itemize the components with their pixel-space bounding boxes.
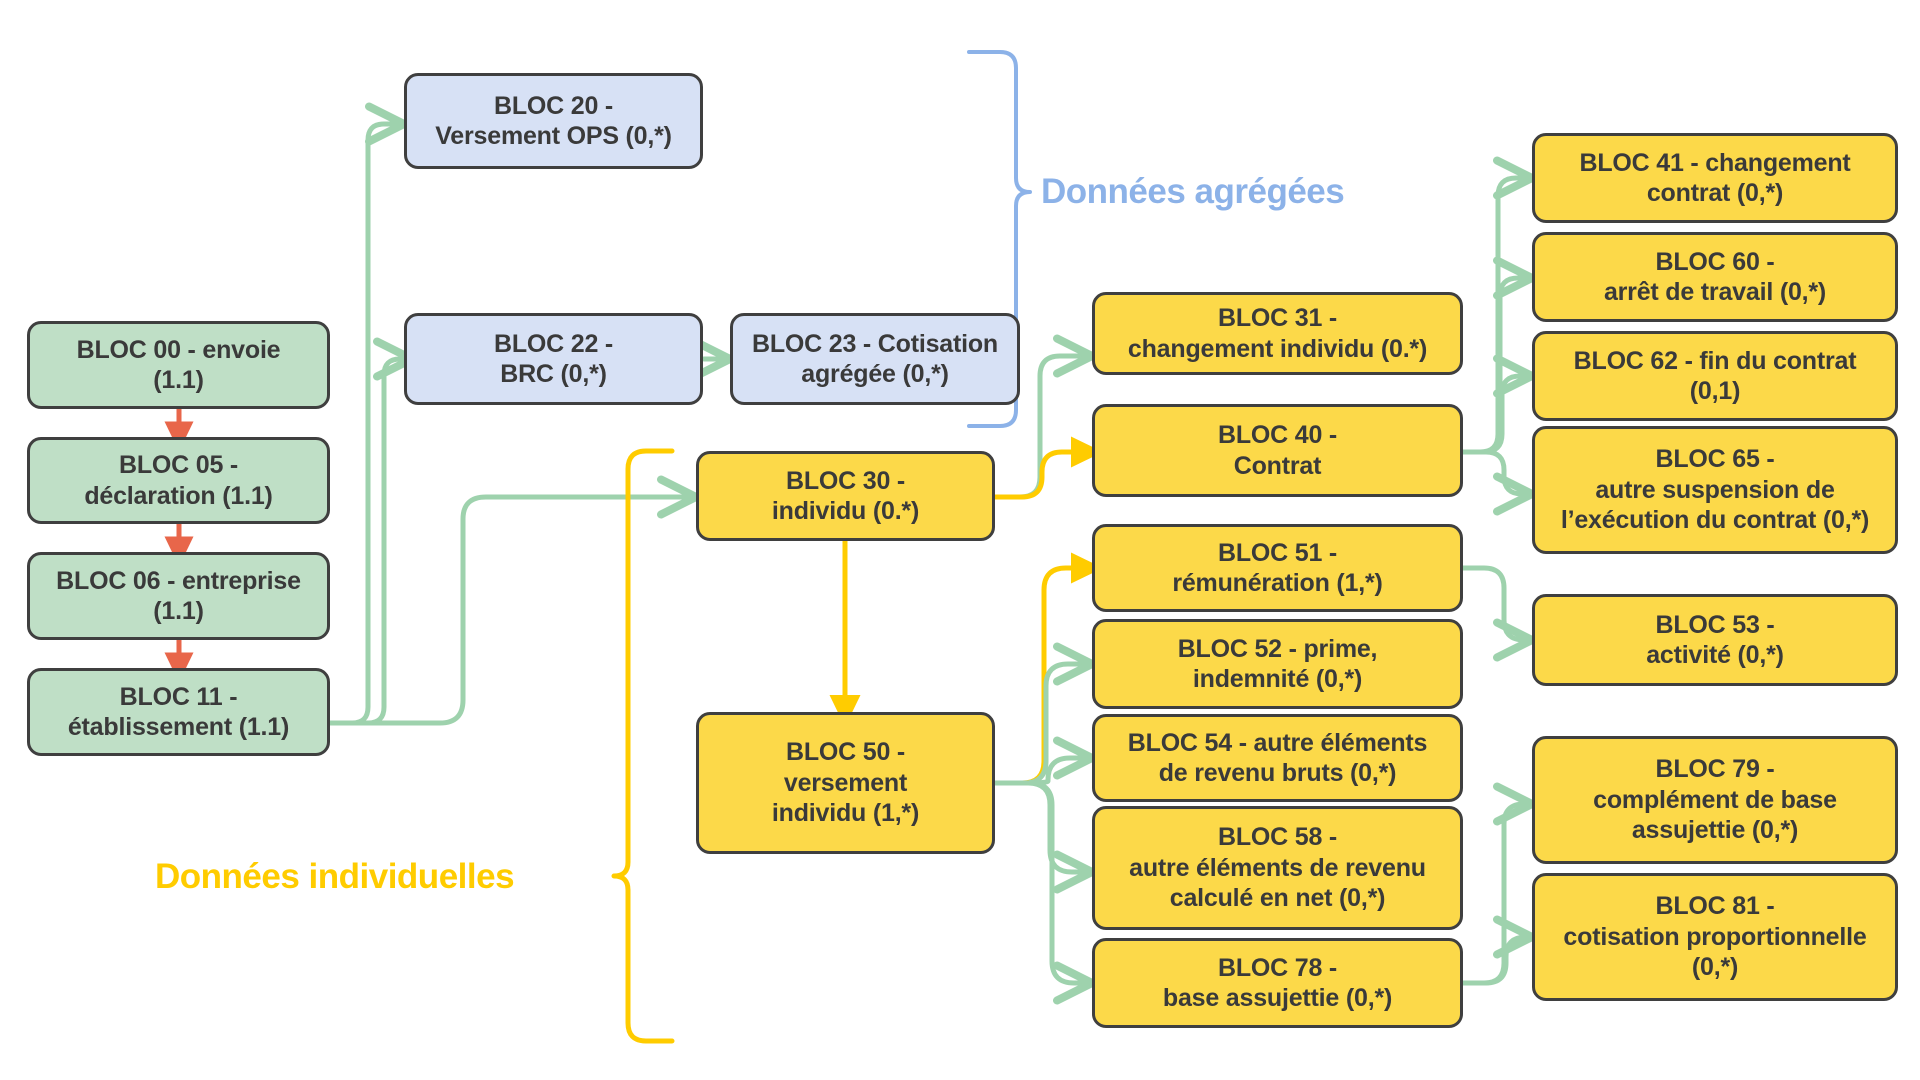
edge-bloc40-bloc62 xyxy=(1460,354,1537,455)
node-bloc11[interactable]: BLOC 11 - établissement (1.1) xyxy=(27,668,330,756)
node-bloc65[interactable]: BLOC 65 - autre suspension de l’exécutio… xyxy=(1532,426,1898,554)
edge-bloc11-bloc22 xyxy=(328,337,417,726)
edge-bloc11-bloc20 xyxy=(328,102,409,726)
node-bloc50[interactable]: BLOC 50 - versement individu (1,*) xyxy=(696,712,995,854)
node-bloc58[interactable]: BLOC 58 - autre éléments de revenu calcu… xyxy=(1092,806,1463,930)
edge-bloc50-bloc51 xyxy=(992,552,1103,786)
edge-bloc50-bloc78 xyxy=(992,780,1097,1005)
node-bloc40-label: BLOC 40 - Contrat xyxy=(1217,421,1338,480)
node-bloc51[interactable]: BLOC 51 - rémunération (1,*) xyxy=(1092,524,1463,612)
node-bloc52-label: BLOC 52 - prime, indemnité (0,*) xyxy=(1177,634,1378,694)
node-bloc06-label: BLOC 06 - entreprise (1.1) xyxy=(56,566,301,626)
node-bloc30-label: BLOC 30 - individu (0.*) xyxy=(771,466,920,526)
group-label-individual-text: Données individuelles xyxy=(155,857,515,896)
edge-bloc78-bloc81 xyxy=(1460,915,1537,986)
edge-bloc78-bloc79 xyxy=(1460,782,1537,986)
node-bloc40[interactable]: BLOC 40 - Contrat xyxy=(1092,404,1463,497)
edge-bloc30-bloc40 xyxy=(992,436,1103,500)
edge-bloc40-bloc41 xyxy=(1460,156,1537,455)
node-bloc51-label: BLOC 51 - rémunération (1,*) xyxy=(1172,538,1383,598)
node-bloc78-label: BLOC 78 - base assujettie (0,*) xyxy=(1162,953,1393,1013)
edge-bloc11-bloc30 xyxy=(328,475,701,726)
node-bloc81[interactable]: BLOC 81 - cotisation proportionnelle (0,… xyxy=(1532,873,1898,1001)
edge-bloc50-bloc58 xyxy=(992,780,1097,894)
node-bloc23[interactable]: BLOC 23 - Cotisation agrégée (0,*) xyxy=(730,313,1020,405)
node-bloc23-label: BLOC 23 - Cotisation agrégée (0,*) xyxy=(751,329,998,389)
node-bloc20[interactable]: BLOC 20 - Versement OPS (0,*) xyxy=(404,73,703,169)
node-bloc62[interactable]: BLOC 62 - fin du contrat (0,1) xyxy=(1532,331,1898,421)
node-bloc52[interactable]: BLOC 52 - prime, indemnité (0,*) xyxy=(1092,619,1463,709)
node-bloc20-label: BLOC 20 - Versement OPS (0,*) xyxy=(435,91,672,151)
node-bloc41[interactable]: BLOC 41 - changement contrat (0,*) xyxy=(1532,133,1898,223)
node-bloc31[interactable]: BLOC 31 - changement individu (0.*) xyxy=(1092,292,1463,375)
group-label-individual: Données individuelles xyxy=(155,857,515,897)
node-bloc79-label: BLOC 79 - complément de base assujettie … xyxy=(1593,755,1837,845)
node-bloc53[interactable]: BLOC 53 - activité (0,*) xyxy=(1532,594,1898,686)
node-bloc00-label: BLOC 00 - envoie (1.1) xyxy=(76,335,281,395)
node-bloc53-label: BLOC 53 - activité (0,*) xyxy=(1646,610,1784,670)
edge-bloc50-bloc54 xyxy=(992,736,1097,786)
node-bloc11-label: BLOC 11 - établissement (1.1) xyxy=(67,682,290,742)
node-bloc60-label: BLOC 60 - arrêt de travail (0,*) xyxy=(1603,247,1827,307)
group-label-aggregated: Données agrégées xyxy=(1041,172,1345,212)
edge-bloc40-bloc65 xyxy=(1460,449,1537,516)
node-bloc31-label: BLOC 31 - changement individu (0.*) xyxy=(1127,304,1428,363)
node-bloc62-label: BLOC 62 - fin du contrat (0,1) xyxy=(1573,346,1857,406)
node-bloc05[interactable]: BLOC 05 - déclaration (1.1) xyxy=(27,437,330,524)
node-bloc41-label: BLOC 41 - changement contrat (0,*) xyxy=(1579,148,1851,208)
node-bloc54[interactable]: BLOC 54 - autre éléments de revenu bruts… xyxy=(1092,714,1463,802)
node-bloc60[interactable]: BLOC 60 - arrêt de travail (0,*) xyxy=(1532,232,1898,322)
node-bloc05-label: BLOC 05 - déclaration (1.1) xyxy=(84,451,273,510)
node-bloc58-label: BLOC 58 - autre éléments de revenu calcu… xyxy=(1129,823,1426,913)
edge-bloc50-bloc52 xyxy=(992,642,1097,786)
node-bloc54-label: BLOC 54 - autre éléments de revenu bruts… xyxy=(1127,728,1428,788)
node-bloc65-label: BLOC 65 - autre suspension de l’exécutio… xyxy=(1560,445,1870,535)
node-bloc81-label: BLOC 81 - cotisation proportionnelle (0,… xyxy=(1563,892,1867,982)
brace-individual xyxy=(611,448,675,1044)
node-bloc50-label: BLOC 50 - versement individu (1,*) xyxy=(771,738,920,828)
edge-bloc51-bloc53 xyxy=(1460,565,1537,662)
node-bloc30[interactable]: BLOC 30 - individu (0.*) xyxy=(696,451,995,541)
node-bloc22-label: BLOC 22 - BRC (0,*) xyxy=(493,329,614,389)
node-bloc78[interactable]: BLOC 78 - base assujettie (0,*) xyxy=(1092,938,1463,1028)
node-bloc22[interactable]: BLOC 22 - BRC (0,*) xyxy=(404,313,703,405)
node-bloc79[interactable]: BLOC 79 - complément de base assujettie … xyxy=(1532,736,1898,864)
edge-bloc40-bloc60 xyxy=(1460,256,1537,455)
group-label-aggregated-text: Données agrégées xyxy=(1041,172,1345,211)
node-bloc00[interactable]: BLOC 00 - envoie (1.1) xyxy=(27,321,330,409)
node-bloc06[interactable]: BLOC 06 - entreprise (1.1) xyxy=(27,552,330,640)
